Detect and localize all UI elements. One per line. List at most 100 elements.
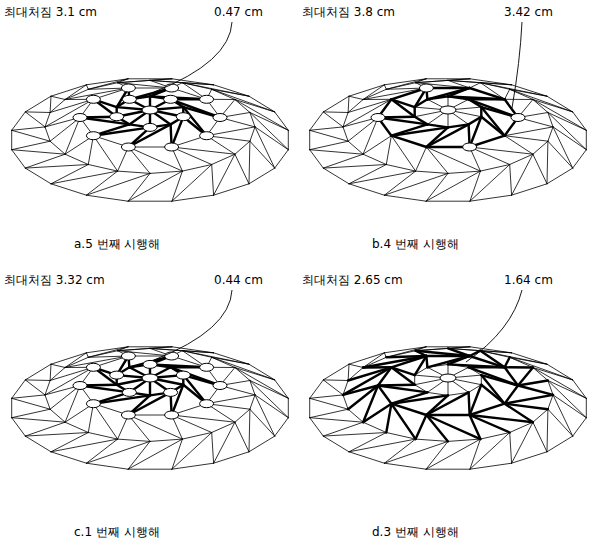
member xyxy=(533,409,548,422)
node-marker xyxy=(200,132,214,140)
member xyxy=(426,147,448,173)
node-marker xyxy=(164,388,178,396)
member xyxy=(323,364,349,380)
member xyxy=(150,171,182,173)
member xyxy=(547,409,549,452)
member xyxy=(548,381,586,418)
member xyxy=(65,85,86,100)
node-marker xyxy=(200,363,214,371)
thick-member xyxy=(93,127,150,135)
thick-member xyxy=(469,367,518,385)
member xyxy=(25,364,51,380)
thick-member xyxy=(518,381,548,386)
member xyxy=(150,439,182,441)
member xyxy=(250,395,255,409)
thick-member xyxy=(343,367,391,395)
node-marker xyxy=(164,95,178,103)
member xyxy=(586,130,587,149)
member xyxy=(548,113,586,150)
member xyxy=(172,79,214,85)
member xyxy=(249,141,251,184)
member xyxy=(448,171,480,173)
member xyxy=(12,395,45,398)
member xyxy=(214,422,235,463)
member xyxy=(118,347,172,351)
node-marker xyxy=(122,388,136,396)
member xyxy=(548,409,573,436)
thick-member xyxy=(391,395,448,403)
member xyxy=(310,130,348,141)
member xyxy=(51,364,65,367)
member xyxy=(172,463,214,469)
max-deflection: 최대처짐 3.8 cm xyxy=(300,4,397,20)
member xyxy=(212,422,235,432)
member xyxy=(212,357,275,380)
thick-member xyxy=(481,107,504,136)
node-marker xyxy=(142,374,158,382)
deflection-callout: 3.42 cm xyxy=(502,4,555,20)
node-marker xyxy=(463,143,477,151)
member xyxy=(323,380,343,395)
thick-member xyxy=(391,367,414,384)
member xyxy=(470,79,512,85)
thick-member xyxy=(378,386,427,393)
member xyxy=(323,111,348,113)
thick-member xyxy=(391,404,415,439)
node-marker xyxy=(86,400,100,408)
member xyxy=(310,398,348,409)
leader-line xyxy=(466,290,522,362)
member xyxy=(480,165,509,172)
member xyxy=(212,89,275,112)
member xyxy=(547,436,573,452)
max-deflection: 최대처짐 3.32 cm xyxy=(2,272,107,288)
member xyxy=(416,439,448,441)
member xyxy=(93,404,117,439)
node-marker xyxy=(121,411,135,419)
node-marker xyxy=(73,114,87,122)
member xyxy=(349,184,384,195)
member xyxy=(426,439,480,469)
member xyxy=(553,127,586,150)
member xyxy=(386,165,415,172)
node-marker xyxy=(200,95,214,103)
node-marker xyxy=(121,143,135,151)
thick-member xyxy=(448,364,505,367)
thick-member xyxy=(386,404,391,433)
thick-member xyxy=(343,386,378,395)
member xyxy=(533,368,586,399)
member xyxy=(548,141,573,168)
member xyxy=(182,165,211,172)
thick-member xyxy=(505,366,533,369)
thick-member xyxy=(426,414,469,416)
node-marker xyxy=(213,382,227,390)
member xyxy=(12,418,26,436)
member xyxy=(323,154,363,168)
node-marker xyxy=(86,95,100,103)
thick-member xyxy=(469,392,470,415)
member xyxy=(128,469,172,470)
member xyxy=(212,154,235,164)
member xyxy=(553,127,573,168)
member xyxy=(172,347,214,353)
node-marker xyxy=(110,113,124,121)
panel-caption: a.5 번째 시행해 xyxy=(72,236,162,252)
member xyxy=(349,433,386,452)
member xyxy=(416,347,470,351)
member xyxy=(172,165,212,202)
member xyxy=(310,418,363,423)
member xyxy=(250,409,275,436)
member xyxy=(25,380,45,395)
thick-member xyxy=(481,375,504,404)
member xyxy=(65,154,88,164)
leader-line xyxy=(512,22,522,108)
member xyxy=(235,422,249,452)
member xyxy=(12,112,26,130)
member xyxy=(182,433,211,440)
member xyxy=(323,379,348,381)
member xyxy=(349,85,384,96)
member xyxy=(172,147,235,154)
thick-member xyxy=(518,386,553,395)
member xyxy=(50,364,52,380)
member xyxy=(12,398,50,409)
member xyxy=(349,452,384,463)
